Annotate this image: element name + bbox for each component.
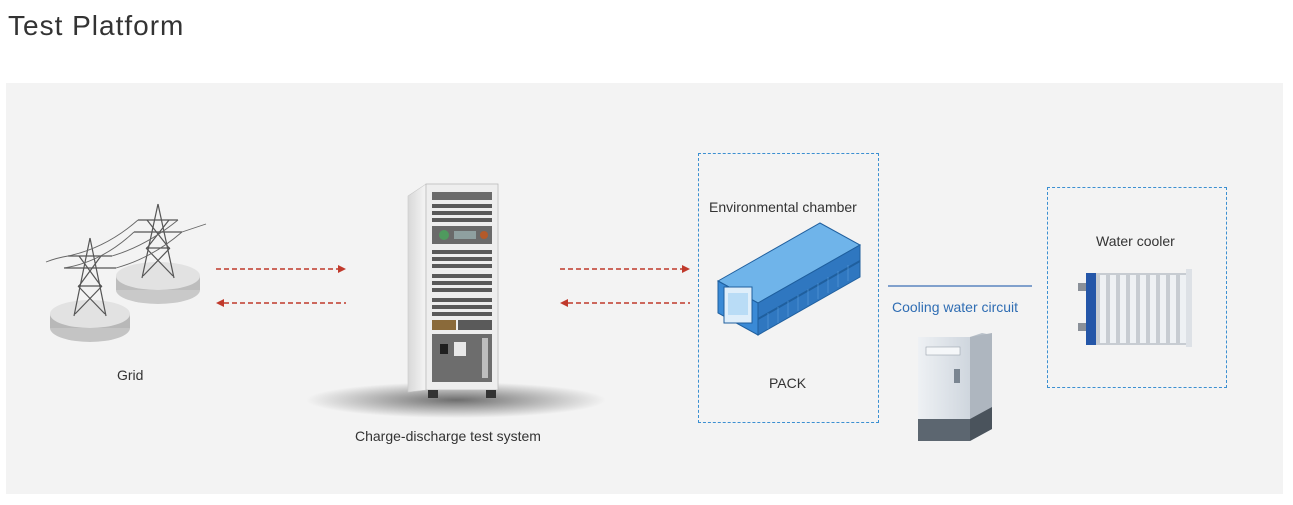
environmental-chamber-box [698,153,879,423]
environmental-chamber-label: Environmental chamber [709,199,857,215]
cooling-water-line [888,285,1032,287]
grid-label: Grid [117,367,144,383]
water-cooler-label: Water cooler [1096,233,1175,249]
arrow-test-system-to-grid [216,299,346,307]
water-cooler-box [1047,187,1227,388]
radiator-icon [1078,269,1192,347]
test-system-label: Charge-discharge test system [355,428,541,444]
battery-pack-icon [716,222,862,336]
arrow-test-system-to-chamber [560,265,690,273]
power-tower-icon [45,203,207,342]
arrow-chamber-to-test-system [560,299,690,307]
test-system-cabinet-icon [306,183,606,418]
cooling-water-circuit-label: Cooling water circuit [892,299,1019,315]
diagram-canvas: Grid [6,83,1283,494]
arrow-grid-to-test-system [216,265,346,273]
pack-label: PACK [769,375,807,391]
chiller-unit-icon [918,333,992,441]
page-title: Test Platform [8,10,185,41]
